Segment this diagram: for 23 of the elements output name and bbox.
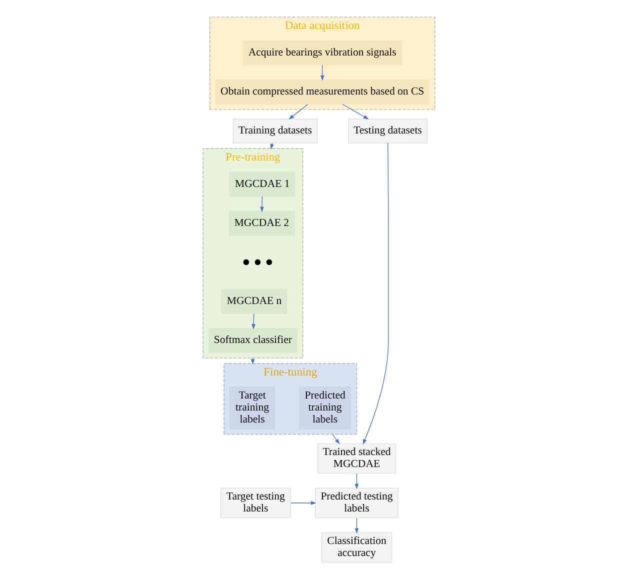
label: ● ● ● — [242, 254, 274, 269]
node-box: Training datasets — [232, 118, 318, 144]
arrow — [354, 473, 359, 490]
node-box: Softmax classifier — [208, 328, 298, 354]
arrow — [354, 518, 359, 534]
arrow — [362, 142, 389, 445]
arrow — [288, 104, 308, 120]
node-box: Testing datasets — [348, 118, 428, 144]
node-box: MGCDAE n — [221, 289, 288, 314]
node-box: Acquire bearings vibration signals — [242, 40, 402, 66]
node-box: Classification accuracy — [321, 532, 392, 563]
node-box: MGCDAE 2 — [228, 210, 295, 236]
arrow — [342, 104, 369, 120]
arrow — [332, 434, 340, 444]
node-box: Predicted testing labels — [314, 488, 399, 518]
node-box: MGCDAE 1 — [229, 172, 296, 197]
arrow — [320, 64, 324, 81]
node-box: Target testing labels — [220, 488, 292, 518]
arrow — [252, 313, 256, 330]
arrow — [260, 196, 264, 212]
arrow — [290, 501, 316, 505]
node-box: Trained stacked MGCDAE — [317, 443, 396, 474]
node-box: Obtain compressed measurements based on CS — [215, 79, 430, 104]
